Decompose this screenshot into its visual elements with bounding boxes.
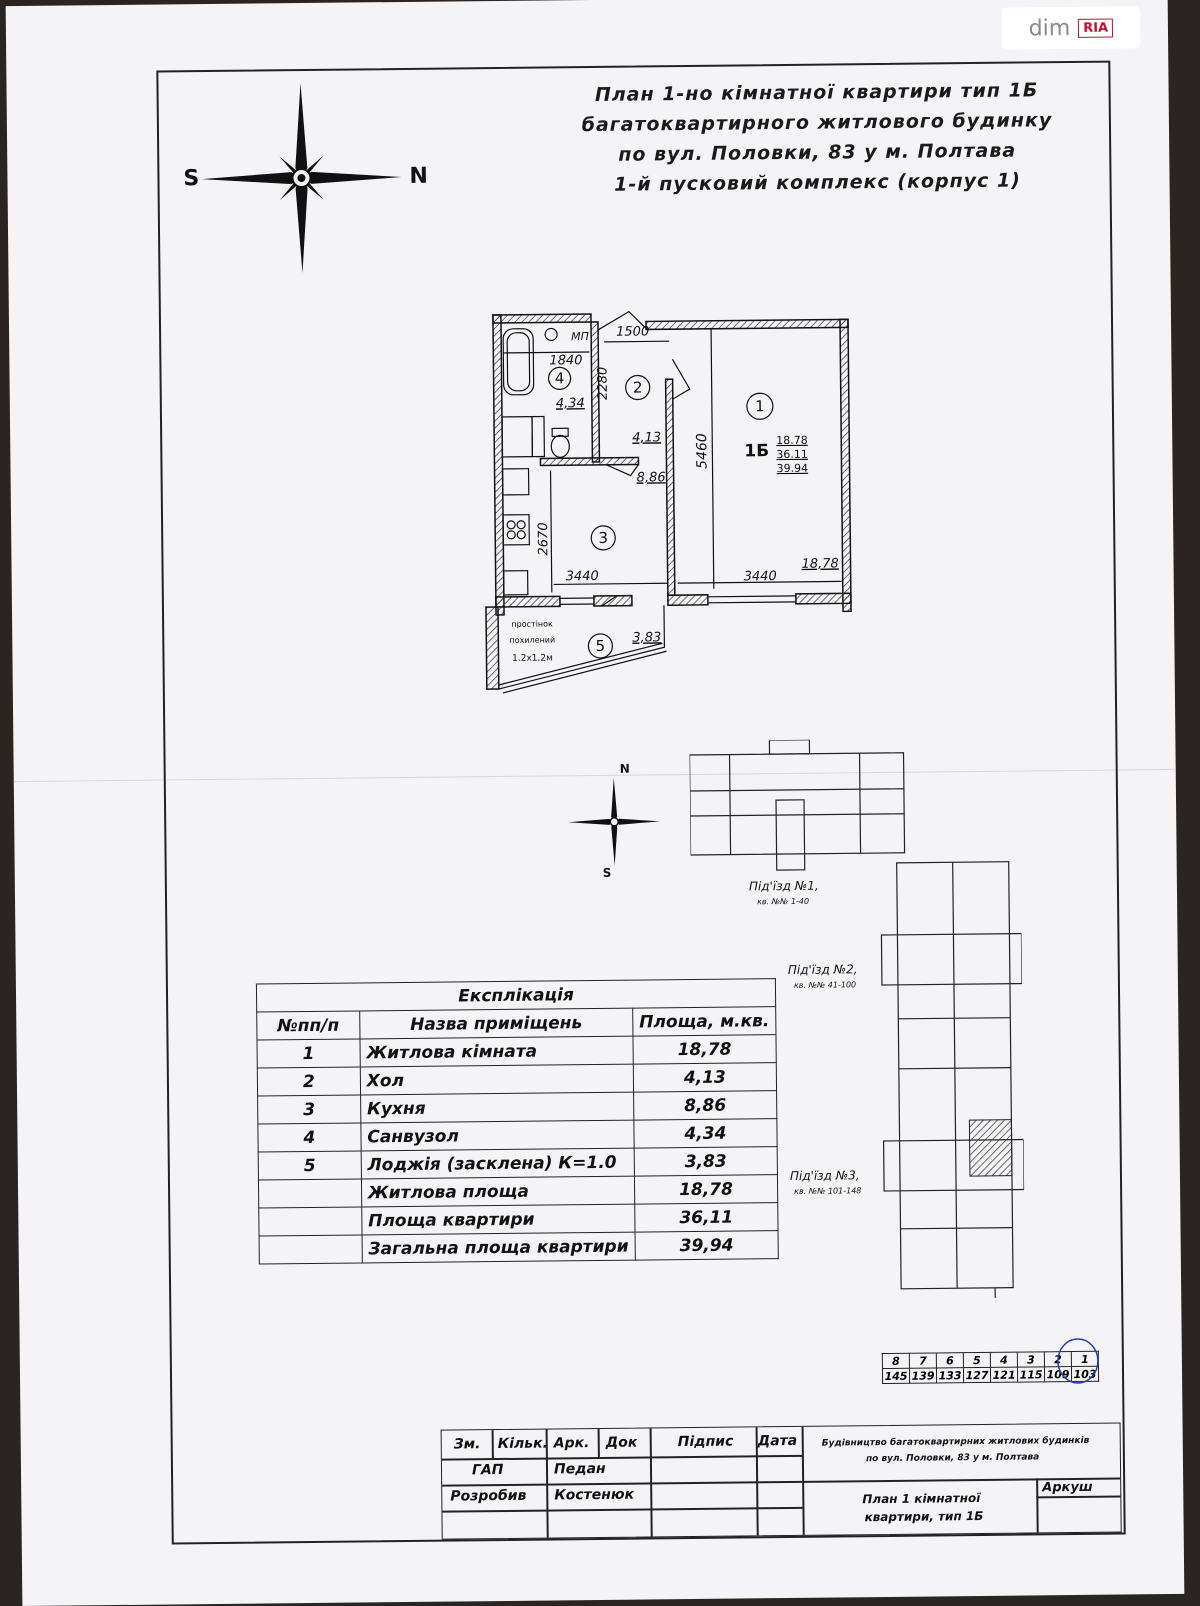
dim-2670: 2670 (536, 522, 551, 555)
room-1-area: 18,78 (801, 556, 838, 571)
wall-note-3: 1.2х1.2м (512, 653, 553, 663)
stamp-dok: Док (606, 1435, 638, 1451)
dim-3440-kitchen: 3440 (566, 569, 599, 584)
header-num: №пп/п (257, 1011, 360, 1040)
dim-5460: 5460 (694, 433, 710, 469)
stamp-zm: Зм. (454, 1436, 481, 1452)
header-name: Назва приміщень (359, 1008, 632, 1039)
room-4-number: 4 (555, 369, 565, 387)
entrance-1-label: Під'їзд №1, (749, 879, 819, 894)
room-3-number: 3 (598, 529, 608, 547)
stamp-pidpys: Підпис (678, 1434, 734, 1451)
room-5-number: 5 (596, 637, 606, 655)
stamp-data: Дата (758, 1433, 798, 1449)
apartment-type-label: 1Б (744, 441, 769, 461)
dimria-watermark: dim RIA (1002, 6, 1140, 49)
wall-note-2: похилений (509, 635, 555, 644)
compass-small-south: S (603, 866, 612, 880)
compass-small-north: N (620, 762, 630, 776)
explication-table: Експлікація №пп/п Назва приміщень Площа,… (256, 978, 779, 1264)
room-2-number: 2 (633, 378, 643, 396)
dim-1840: 1840 (549, 353, 582, 368)
stamp-project-line-1: Будівництво багатоквартирних житлових бу… (822, 1436, 1090, 1449)
stamp-project-line-2: по вул. Половки, 83 у м. Полтава (866, 1452, 1039, 1464)
entrance-2-label: Під'їзд №2, (788, 962, 858, 977)
stamp-ark: Арк. (554, 1435, 590, 1451)
room-1-number: 1 (755, 397, 765, 415)
stamp-kilk: Кільк. (498, 1436, 548, 1453)
compass-star-icon (176, 80, 428, 283)
stamp-arkush: Аркуш (1042, 1480, 1093, 1496)
stamp-gap-name: Педан (554, 1461, 606, 1478)
apt-area-total: 39.94 (776, 462, 808, 475)
document-sheet: dim RIA План 1-но кімнатної квартири тип… (6, 0, 1185, 1606)
compass-rose-small: N S (562, 769, 673, 880)
room-4-area: 4,34 (556, 396, 585, 411)
stamp-rozrobyv: Розробив (450, 1488, 526, 1505)
stamp-sheet-title-1: План 1 кімнатної (862, 1491, 980, 1506)
title-block-stamp: Зм. Кільк. Арк. Док Підпис Дата ГАП Педа… (441, 1423, 1122, 1540)
compass-rose-main: S N (176, 80, 428, 283)
compass-small-icon (562, 769, 673, 880)
dim-1500: 1500 (616, 324, 649, 339)
apt-area-living: 18.78 (776, 434, 808, 447)
dim-3440-room: 3440 (744, 569, 777, 584)
entrance-2-apts: кв. №№ 41-100 (794, 980, 856, 990)
apt-area-apartment: 36.11 (776, 448, 808, 461)
wall-note-1: простінок (511, 619, 553, 628)
header-area: Площа, м.кв. (633, 1007, 776, 1036)
title-line-4: 1-й пусковий комплекс (корпус 1) (567, 165, 1067, 200)
room-2-area: 4,13 (632, 430, 661, 445)
entrance-1-apts: кв. №№ 1-40 (757, 897, 809, 907)
room-3-area: 8,86 (637, 470, 666, 485)
compass-west-label: S (183, 166, 199, 191)
stamp-rozrobyv-name: Костенюк (554, 1487, 634, 1504)
circled-floor-mark (1054, 1337, 1105, 1388)
compass-east-label: N (409, 164, 428, 189)
watermark-brand: RIA (1078, 18, 1113, 37)
dim-2280: 2280 (595, 367, 610, 400)
stamp-gap: ГАП (472, 1462, 504, 1478)
room-5-area: 3,83 (632, 630, 661, 645)
mp-label: МП (571, 330, 589, 343)
stamp-sheet-title-2: квартири, тип 1Б (864, 1509, 983, 1524)
drawing-title: План 1-но кімнатної квартири тип 1Б бага… (566, 75, 1067, 200)
apartment-floor-plan: 1500 1840 2280 5460 2670 3440 3440 МП 1 … (479, 297, 883, 701)
entrance-3-label: Під'їзд №3, (790, 1168, 860, 1183)
watermark-site: dim (1029, 15, 1071, 40)
entrance-3-apts: кв. №№ 101-148 (794, 1186, 861, 1196)
